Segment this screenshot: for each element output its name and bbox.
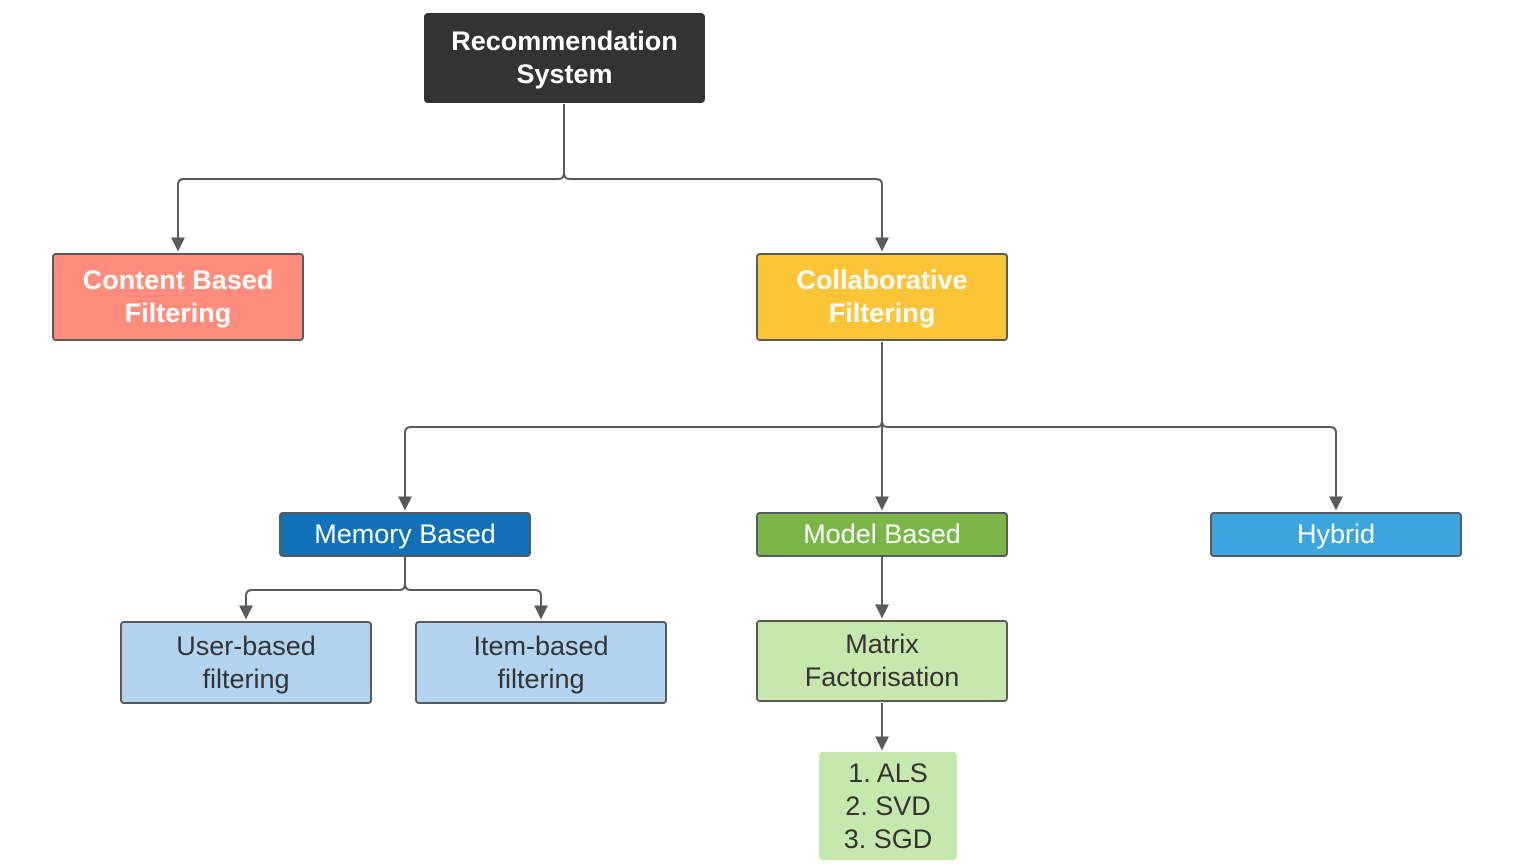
memory-based-node: Memory Based <box>279 512 531 557</box>
matrix-factorisation-node: Matrix Factorisation <box>756 620 1008 702</box>
model-based-label: Model Based <box>803 519 961 549</box>
user-based-filtering-node: User-based filtering <box>120 621 372 704</box>
hybrid-node: Hybrid <box>1210 512 1462 557</box>
edge-collab-to-memory <box>398 342 883 511</box>
item-based-filtering-label: Item-based filtering <box>473 630 609 694</box>
content-based-filtering-label: Content Based Filtering <box>82 265 274 328</box>
user-based-filtering-label: User-based filtering <box>176 630 316 694</box>
edge-collab-to-hybrid <box>881 342 1343 511</box>
hybrid-label: Hybrid <box>1296 519 1376 549</box>
edge-memory-to-user <box>239 557 406 620</box>
edge-root-to-collaborative <box>563 104 889 252</box>
model-based-node: Model Based <box>756 512 1008 557</box>
content-based-filtering-node: Content Based Filtering <box>52 253 304 341</box>
algorithms-list-label: 1. ALS 2. SVD 3. SGD <box>843 757 933 854</box>
memory-based-label: Memory Based <box>314 519 496 549</box>
edge-memory-to-item <box>404 557 548 620</box>
collaborative-filtering-node: Collaborative Filtering <box>756 253 1008 341</box>
edge-root-to-content <box>171 104 565 252</box>
recommendation-system-node: Recommendation System <box>424 13 705 103</box>
collaborative-filtering-label: Collaborative Filtering <box>796 265 968 328</box>
matrix-factorisation-label: Matrix Factorisation <box>804 629 960 692</box>
recommendation-system-label: Recommendation System <box>451 26 678 89</box>
algorithms-list-node: 1. ALS 2. SVD 3. SGD <box>819 752 957 860</box>
item-based-filtering-node: Item-based filtering <box>415 621 667 704</box>
